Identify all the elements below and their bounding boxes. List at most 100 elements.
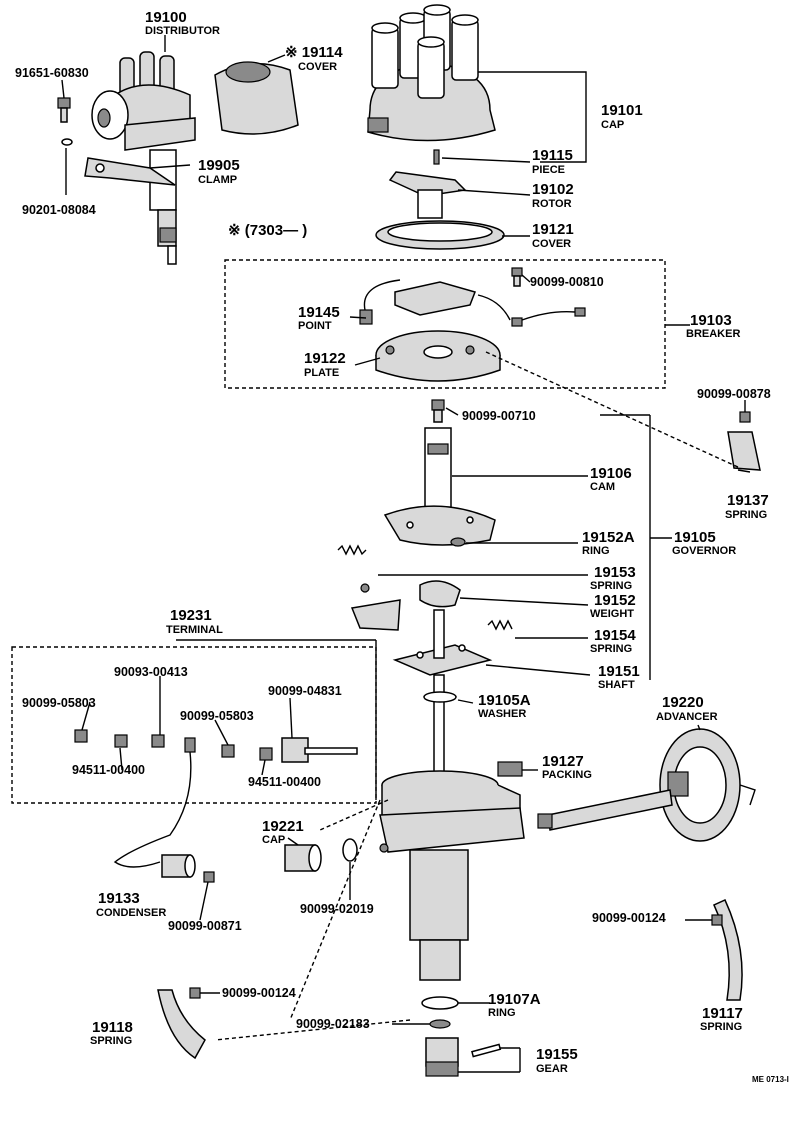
part-number-label: 90099-00810 xyxy=(530,275,604,289)
distributor-cap-illustration xyxy=(367,4,496,142)
callout-19151-number: 19151 xyxy=(598,663,640,680)
callout-19127-number: 19127 xyxy=(542,753,584,770)
callout-19122-number: 19122 xyxy=(304,350,346,367)
callout-19133-number: 19133 xyxy=(98,890,140,907)
callout-19101-name: CAP xyxy=(601,119,624,131)
callout-19127-name: PACKING xyxy=(542,769,592,781)
callout-19121-name: COVER xyxy=(532,238,571,250)
callout-19145-name: POINT xyxy=(298,320,332,332)
terminal-group-box xyxy=(11,646,377,804)
spring-19153-illustration xyxy=(337,544,370,593)
callout-19152a-number: 19152A xyxy=(582,529,635,546)
breaker-plate-illustration xyxy=(375,330,501,382)
callout-19100-number: 19100 xyxy=(145,9,187,26)
callout-19152-name: WEIGHT xyxy=(590,608,634,620)
packing-illustration xyxy=(497,761,523,777)
part-number-label: 90201-08084 xyxy=(22,203,96,217)
housing-illustration xyxy=(379,770,525,981)
spring-19117-illustration xyxy=(711,899,743,1001)
callout-19145-number: 19145 xyxy=(298,304,340,321)
callout-19102-name: ROTOR xyxy=(532,198,572,210)
ring-illustration xyxy=(450,537,466,547)
part-number-labels: 91651-60830 90201-08084 90099-00810 9009… xyxy=(15,66,771,1031)
part-number-label: 90099-00124 xyxy=(592,911,666,925)
serial-note: ※ (7303— ) xyxy=(228,222,307,239)
rotor-illustration xyxy=(388,171,467,219)
callout-19100-name: DISTRIBUTOR xyxy=(145,25,220,37)
callout-19155-name: GEAR xyxy=(536,1063,568,1075)
part-number-label: 90099-02183 xyxy=(296,1017,370,1031)
callout-19122-name: PLATE xyxy=(304,367,339,379)
dashed-leaders xyxy=(214,351,741,1041)
callout-19153-number: 19153 xyxy=(594,564,636,581)
callout-19220-name: ADVANCER xyxy=(656,711,718,723)
callout-19152-number: 19152 xyxy=(594,592,636,609)
callout-19114-number: ※ 19114 xyxy=(285,44,343,61)
callout-19117-name: SPRING xyxy=(700,1021,742,1033)
callout-19153-name: SPRING xyxy=(590,580,632,592)
callout-19106-number: 19106 xyxy=(590,465,632,482)
callout-19105a-name: WASHER xyxy=(478,708,526,720)
callout-19154-name: SPRING xyxy=(590,643,632,655)
cover-illustration xyxy=(375,220,505,250)
callout-19101-number: 19101 xyxy=(601,102,643,119)
vacuum-advancer-illustration xyxy=(537,728,756,842)
distributor-assembly-illustration xyxy=(91,51,196,265)
washer-illustration xyxy=(423,691,457,703)
callout-19107a-number: 19107A xyxy=(488,991,541,1008)
callout-19231-number: 19231 xyxy=(170,607,212,624)
callout-19103-number: 19103 xyxy=(690,312,732,329)
callout-19106-name: CAM xyxy=(590,481,615,493)
spring-19118-illustration xyxy=(157,987,206,1060)
callout-19115-number: 19115 xyxy=(532,147,573,164)
part-number-label: 91651-60830 xyxy=(15,66,89,80)
breaker-group-box xyxy=(224,259,666,389)
callout-19107a-name: RING xyxy=(488,1007,516,1019)
octane-cap-illustration xyxy=(284,838,358,872)
callout-19151-name: SHAFT xyxy=(598,679,635,691)
figure-code: ME 0713-I xyxy=(752,1075,789,1084)
callout-19102-number: 19102 xyxy=(532,181,574,198)
callout-19155-number: 19155 xyxy=(536,1046,578,1063)
callout-19105a-number: 19105A xyxy=(478,692,531,709)
leader-lines xyxy=(61,35,751,1073)
cap-bracket xyxy=(455,71,587,163)
spring-19137-illustration xyxy=(727,411,761,471)
part-number-label: 90099-00710 xyxy=(462,409,536,423)
part-number-label: 94511-00400 xyxy=(248,775,321,789)
part-number-label: 90093-00413 xyxy=(114,665,188,679)
clamp-illustration xyxy=(84,157,176,186)
part-number-label: 90099-05803 xyxy=(180,709,254,723)
callout-19221-number: 19221 xyxy=(262,818,304,835)
condenser-illustration xyxy=(113,751,215,883)
part-number-label: 90099-04831 xyxy=(268,684,342,698)
dust-cover-illustration xyxy=(214,61,299,135)
callout-19103-name: BREAKER xyxy=(686,328,740,340)
callout-19137-name: SPRING xyxy=(725,509,767,521)
callout-19118-name: SPRING xyxy=(90,1035,132,1047)
part-number-label: 94511-00400 xyxy=(72,763,145,777)
callout-19221-name: CAP xyxy=(262,834,285,846)
part-number-label: 90099-00878 xyxy=(697,387,771,401)
callout-19105-number: 19105 xyxy=(674,529,716,546)
callout-19220-number: 19220 xyxy=(662,694,704,711)
terminal-hardware-illustration xyxy=(74,729,358,763)
contact-point-illustration xyxy=(359,279,586,327)
callout-19152a-name: RING xyxy=(582,545,610,557)
callout-19118-number: 19118 xyxy=(92,1019,133,1036)
ring-19107a-illustration xyxy=(421,996,459,1029)
callout-labels: 19100 DISTRIBUTOR ※ 19114 COVER 19101 CA… xyxy=(90,9,769,1075)
bolt-illustration xyxy=(57,97,73,146)
callout-19137-number: 19137 xyxy=(727,492,769,509)
callout-19133-name: CONDENSER xyxy=(96,907,166,919)
part-number-label: 90099-05803 xyxy=(22,696,96,710)
callout-19905-name: CLAMP xyxy=(198,174,237,186)
callout-19115-name: PIECE xyxy=(532,164,565,176)
callout-19117-number: 19117 xyxy=(702,1005,743,1022)
callout-19231-name: TERMINAL xyxy=(166,624,223,636)
callout-19121-number: 19121 xyxy=(532,221,574,238)
callout-19154-number: 19154 xyxy=(594,627,636,644)
shaft-illustration xyxy=(392,609,493,791)
piece-illustration xyxy=(433,149,440,165)
